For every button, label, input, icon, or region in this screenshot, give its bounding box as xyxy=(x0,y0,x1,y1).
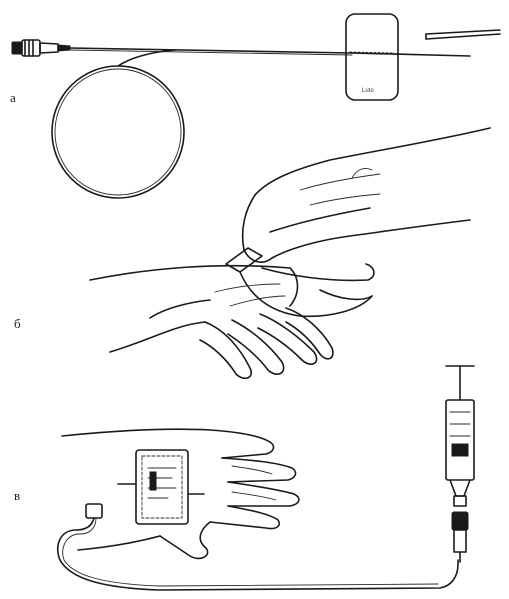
catheter-hub xyxy=(12,40,70,56)
panel-label-b: б xyxy=(14,316,21,331)
panel-b-drawing xyxy=(90,128,490,378)
needle xyxy=(426,30,500,39)
panel-a-drawing: Luto xyxy=(12,14,500,198)
butterfly-wing: Luto xyxy=(346,14,470,100)
panel-v-drawing xyxy=(58,366,474,590)
patient-hand xyxy=(90,266,333,379)
wing-tag-text: Luto xyxy=(362,88,374,94)
operator-hand xyxy=(243,128,490,299)
coiled-tubing xyxy=(52,50,184,198)
panel-label-v: в xyxy=(14,488,20,503)
inserted-catheter xyxy=(226,248,372,316)
panel-label-a: a xyxy=(10,90,16,105)
extension-tubing xyxy=(58,504,458,590)
syringe xyxy=(446,366,474,562)
dressing-patch xyxy=(118,450,204,524)
secured-hand xyxy=(62,429,299,558)
